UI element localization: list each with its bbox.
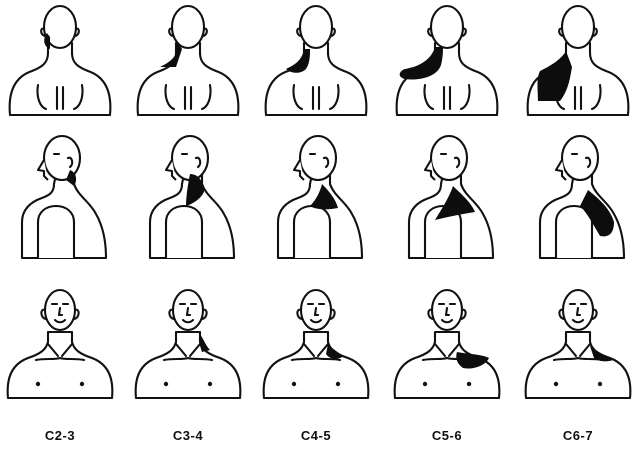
side-view-c3-4 <box>150 136 234 258</box>
back-view-c6-7 <box>528 6 629 115</box>
level-label-c3-4: C3-4 <box>148 428 228 443</box>
level-label-c5-6: C5-6 <box>407 428 487 443</box>
front-view-c3-4 <box>136 290 241 398</box>
level-label-c4-5: C4-5 <box>276 428 356 443</box>
level-label-c2-3: C2-3 <box>20 428 100 443</box>
side-view-c5-6 <box>409 136 493 258</box>
front-view-c6-7 <box>526 290 631 398</box>
front-view-c2-3 <box>8 290 113 398</box>
level-label-c6-7: C6-7 <box>538 428 618 443</box>
side-view-c4-5 <box>278 136 362 258</box>
back-view-c2-3 <box>10 6 111 115</box>
back-view-c3-4 <box>138 6 239 115</box>
front-view-c5-6 <box>395 290 500 398</box>
side-view-c2-3 <box>22 136 106 258</box>
front-view-c4-5 <box>264 290 369 398</box>
side-view-c6-7 <box>540 136 624 258</box>
back-view-c4-5 <box>266 6 367 115</box>
back-view-c5-6 <box>397 6 498 115</box>
